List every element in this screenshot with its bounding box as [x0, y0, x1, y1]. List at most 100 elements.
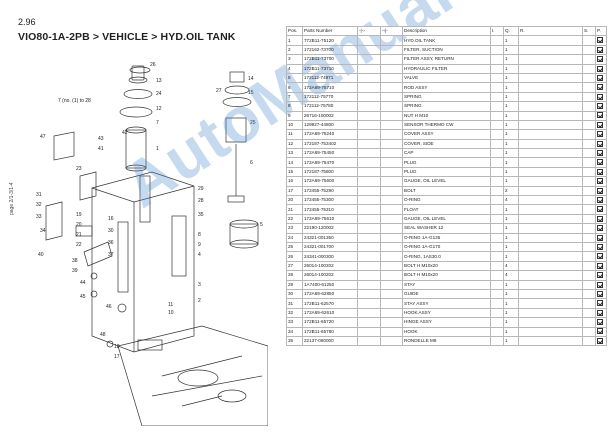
cell-q: 1 — [503, 44, 519, 56]
cell-pos: 8 — [286, 101, 303, 112]
cell-description: O-RING, 1AS30.0 — [402, 251, 491, 262]
cell-pos: 32 — [286, 307, 303, 319]
cell-pos: 5 — [286, 72, 303, 84]
select-checkbox[interactable] — [597, 215, 603, 222]
cell-s — [582, 223, 596, 234]
page-title: VIO80-1A-2PB > VEHICLE > HYD.OIL TANK — [18, 31, 236, 43]
select-checkbox[interactable] — [597, 84, 603, 91]
header-parts-number: Parts Number — [302, 25, 358, 37]
cell-p — [595, 110, 607, 121]
cell-s — [582, 82, 596, 93]
cell-arrow-in — [380, 110, 403, 121]
cell-i — [490, 326, 504, 337]
cell-arrow-out — [357, 91, 381, 103]
cell-parts-number: 172B11-62570 — [302, 298, 358, 309]
svg-text:17: 17 — [114, 354, 120, 360]
select-checkbox[interactable] — [597, 309, 603, 316]
cell-description: HINGE ASSY — [402, 317, 491, 328]
select-checkbox[interactable] — [597, 150, 603, 157]
select-checkbox[interactable] — [597, 337, 603, 344]
cell-s — [582, 326, 596, 337]
cell-i — [490, 223, 504, 234]
cell-arrow-in — [380, 213, 403, 225]
side-page-label: page 2/1-3/1-4 — [9, 182, 15, 215]
cell-parts-number: 172112-74971 — [302, 72, 358, 84]
svg-text:33: 33 — [36, 214, 42, 220]
select-checkbox[interactable] — [597, 243, 603, 250]
svg-text:48: 48 — [100, 332, 106, 338]
select-checkbox[interactable] — [597, 140, 603, 147]
select-checkbox[interactable] — [597, 178, 603, 185]
cell-arrow-out — [357, 185, 381, 197]
cell-s — [582, 157, 596, 168]
svg-text:30: 30 — [108, 228, 114, 234]
cell-arrow-in — [380, 326, 403, 337]
select-checkbox[interactable] — [597, 131, 603, 138]
select-checkbox[interactable] — [597, 262, 603, 269]
select-checkbox[interactable] — [597, 37, 603, 44]
select-checkbox[interactable] — [597, 74, 603, 81]
cell-parts-number: 172A69-75610 — [302, 213, 358, 225]
select-checkbox[interactable] — [597, 281, 603, 288]
select-checkbox[interactable] — [597, 56, 603, 63]
cell-q: 1 — [503, 82, 519, 93]
cell-pos: 2 — [286, 44, 303, 56]
cell-r — [518, 317, 583, 328]
cell-s — [582, 279, 596, 290]
cell-s — [582, 63, 596, 74]
header-r: R. — [518, 25, 583, 37]
select-checkbox[interactable] — [597, 112, 603, 119]
cell-p — [595, 44, 607, 56]
cell-s — [582, 260, 596, 272]
cell-pos: 23 — [286, 223, 303, 234]
select-checkbox[interactable] — [597, 187, 603, 194]
select-checkbox[interactable] — [597, 121, 603, 128]
select-checkbox[interactable] — [597, 319, 603, 326]
cell-parts-number: 172B11-65780 — [302, 326, 358, 337]
select-checkbox[interactable] — [597, 225, 603, 232]
select-checkbox[interactable] — [597, 65, 603, 72]
cell-p — [595, 157, 607, 168]
cell-parts-number: 172A69-75710 — [302, 82, 358, 93]
select-checkbox[interactable] — [597, 159, 603, 166]
cell-i — [490, 195, 504, 206]
cell-parts-number: 172455-75290 — [302, 185, 358, 197]
cell-description: BOLT — [402, 185, 491, 197]
select-checkbox[interactable] — [597, 206, 603, 213]
cell-r — [518, 335, 583, 347]
cell-arrow-in — [380, 119, 403, 131]
cell-s — [582, 91, 596, 103]
select-checkbox[interactable] — [597, 168, 603, 175]
select-checkbox[interactable] — [597, 103, 603, 110]
select-checkbox[interactable] — [597, 300, 603, 307]
select-checkbox[interactable] — [597, 253, 603, 260]
cell-i — [490, 307, 504, 319]
select-checkbox[interactable] — [597, 234, 603, 241]
svg-text:20: 20 — [76, 222, 82, 228]
cell-arrow-in — [380, 129, 403, 140]
cell-arrow-out — [357, 317, 381, 328]
cell-pos: 34 — [286, 326, 303, 337]
cell-r — [518, 138, 583, 150]
cell-s — [582, 270, 596, 281]
select-checkbox[interactable] — [597, 328, 603, 335]
cell-pos: 20 — [286, 195, 303, 206]
cell-r — [518, 298, 583, 309]
svg-text:28: 28 — [198, 198, 204, 204]
select-checkbox[interactable] — [597, 197, 603, 203]
select-checkbox[interactable] — [597, 290, 603, 297]
cell-r — [518, 223, 583, 234]
cell-description: RONDELLE M8 — [402, 335, 491, 347]
cell-parts-number: 172112-75770 — [302, 91, 358, 103]
select-checkbox[interactable] — [597, 272, 603, 279]
cell-i — [490, 129, 504, 140]
cell-arrow-out — [357, 223, 381, 234]
select-checkbox[interactable] — [597, 93, 603, 100]
select-checkbox[interactable] — [597, 46, 603, 53]
cell-r — [518, 326, 583, 337]
